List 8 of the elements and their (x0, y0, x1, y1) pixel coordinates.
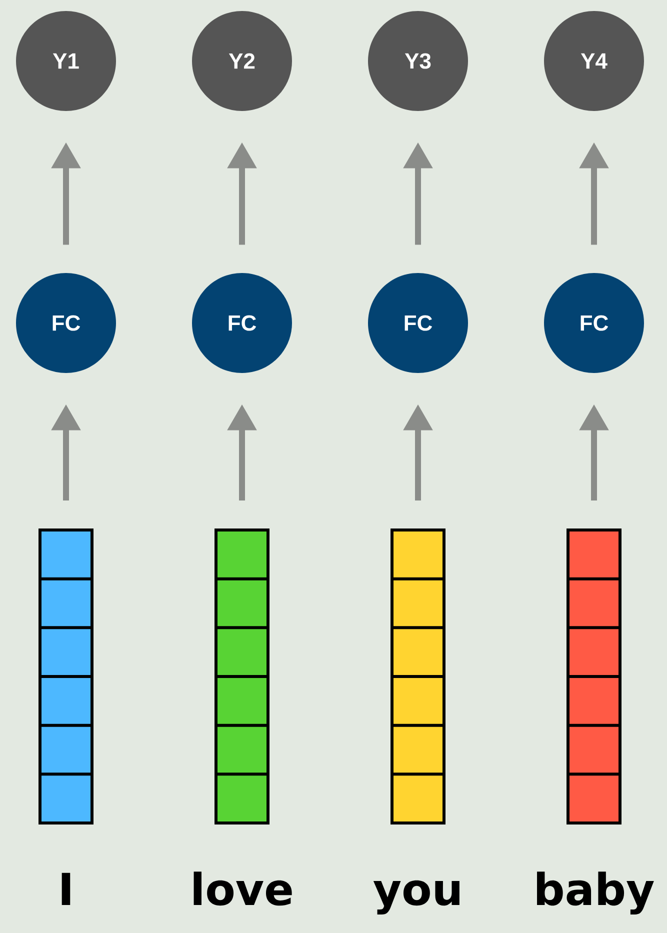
word-label: baby (537, 872, 654, 914)
word-label: love (194, 872, 292, 906)
vector-bar (38, 528, 94, 824)
vector-bar (214, 528, 270, 824)
word-label: I (62, 872, 70, 905)
word-label: you (373, 880, 460, 914)
vector-bar (390, 528, 446, 824)
vector-bar (566, 528, 622, 824)
